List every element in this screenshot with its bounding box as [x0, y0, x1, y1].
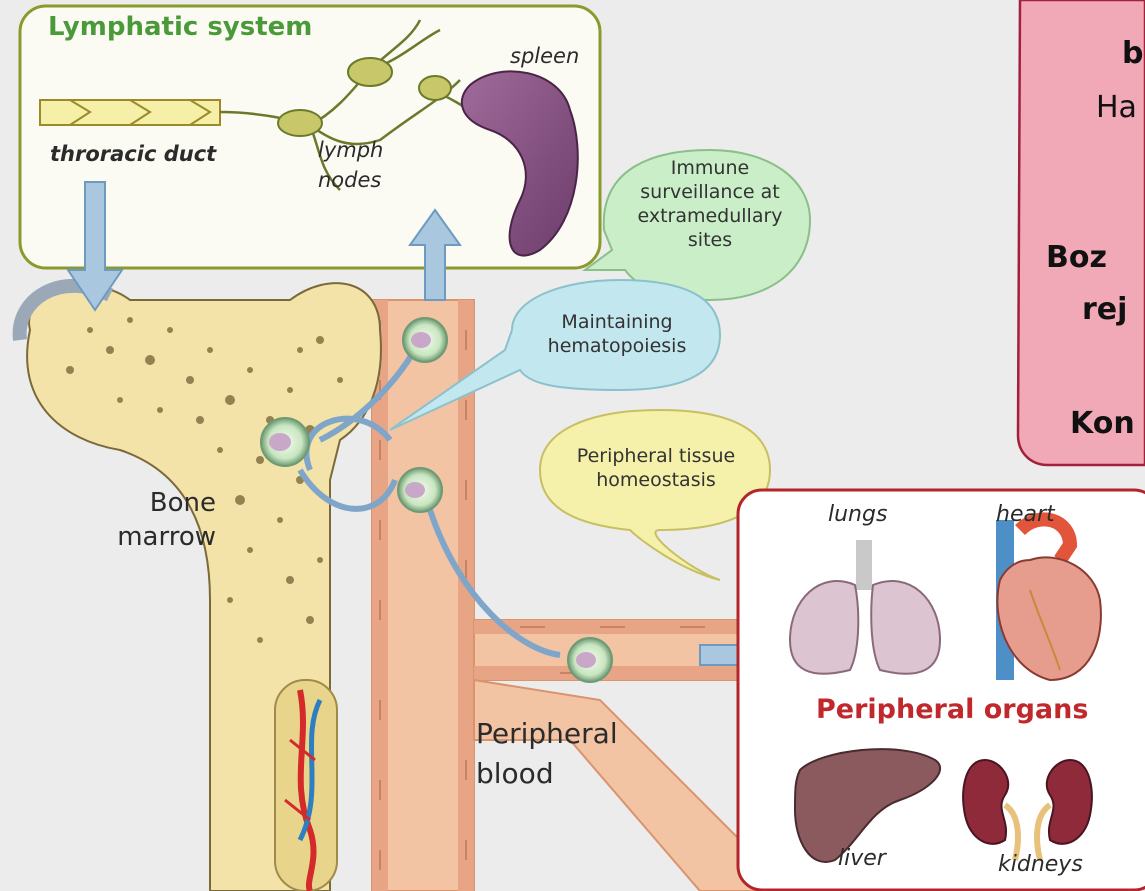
pink-line-1: b	[1122, 36, 1143, 71]
homeostasis-line-2: homeostasis	[542, 468, 770, 492]
bone-marrow-label: Bone marrow	[106, 486, 216, 554]
peripheral-blood-label: Peripheral blood	[476, 714, 618, 794]
thoracic-duct	[40, 100, 220, 125]
peripheral-label: Peripheral	[476, 714, 618, 754]
immune-bubble: Immune surveillance at extramedullary si…	[612, 156, 808, 252]
nodes-label: nodes	[318, 168, 381, 192]
hematopoiesis-line-1: Maintaining	[512, 310, 722, 334]
pink-line-7: Kon	[1070, 406, 1135, 441]
heart-label: heart	[996, 502, 1055, 527]
bone	[20, 283, 381, 891]
immune-line-4: sites	[612, 228, 808, 252]
thoracic-duct-label: throracic duct	[50, 142, 216, 166]
lymphatic-title: Lymphatic system	[48, 12, 312, 42]
pink-line-4: Boz	[1046, 240, 1107, 275]
kidneys-label: kidneys	[998, 852, 1083, 877]
hematopoiesis-bubble: Maintaining hematopoiesis	[512, 310, 722, 358]
lungs-label: lungs	[828, 502, 887, 527]
homeostasis-bubble: Peripheral tissue homeostasis	[542, 444, 770, 492]
spleen-label: spleen	[510, 44, 579, 68]
bone-label: Bone	[106, 486, 216, 520]
homeostasis-line-1: Peripheral tissue	[542, 444, 770, 468]
immune-line-3: extramedullary	[612, 204, 808, 228]
hematopoiesis-line-2: hematopoiesis	[512, 334, 722, 358]
organs-title: Peripheral organs	[816, 694, 1088, 725]
pink-line-5: rej	[1082, 292, 1127, 327]
pink-line-2: Ha	[1096, 90, 1137, 125]
blood-label: blood	[476, 754, 618, 794]
immune-line-2: surveillance at	[612, 180, 808, 204]
liver-label: liver	[838, 846, 886, 871]
lymph-label: lymph	[318, 138, 383, 162]
marrow-label: marrow	[106, 520, 216, 554]
pink-panel-text: b Ha Boz rej Kon	[1030, 30, 1145, 470]
immune-line-1: Immune	[612, 156, 808, 180]
